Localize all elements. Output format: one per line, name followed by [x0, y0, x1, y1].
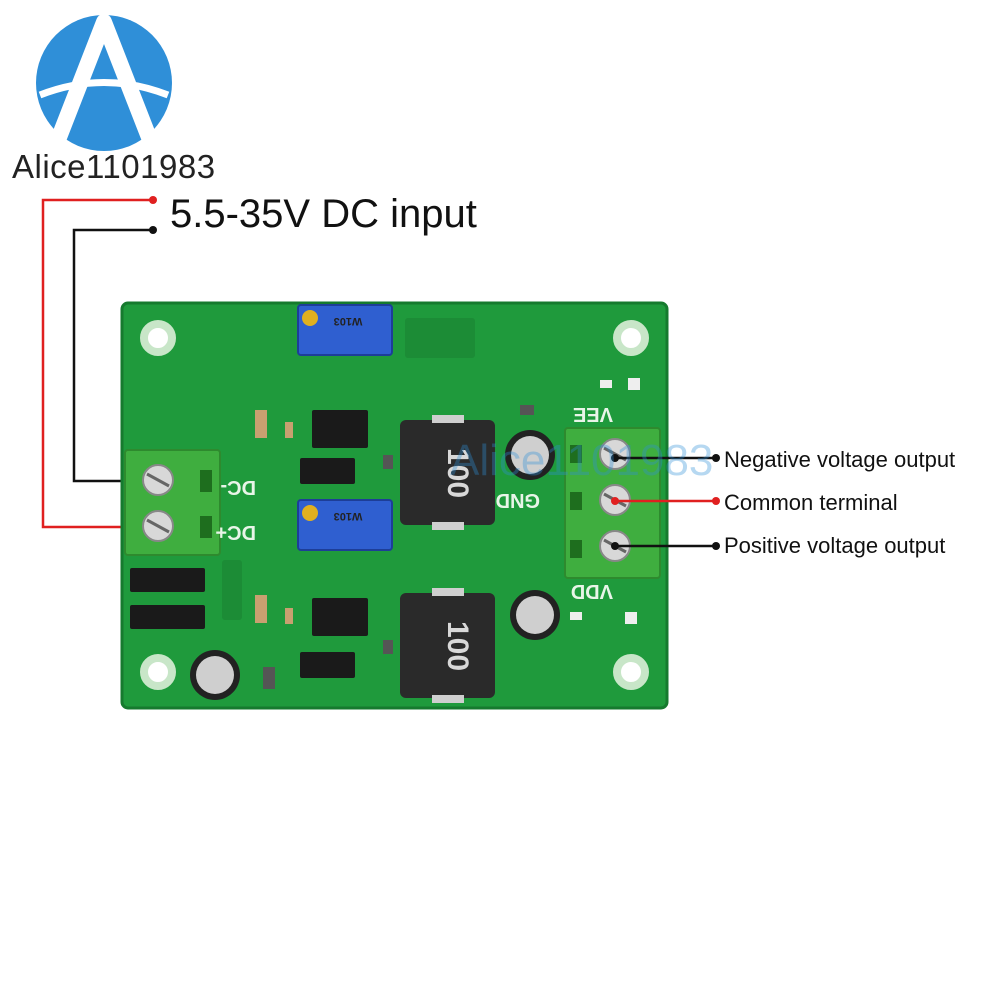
silk-dc-minus: DC- [220, 476, 256, 498]
input-terminal-block [124, 449, 221, 556]
silk-vee: VEE [573, 403, 613, 425]
trimmer-bottom-value: W103 [334, 510, 363, 522]
input-label: 5.5-35V DC input [170, 192, 477, 236]
trimmer-top-value: W103 [334, 315, 363, 327]
capacitor-icon [190, 430, 560, 700]
common-terminal-label: Common terminal [724, 490, 898, 515]
inductor-top-value: 100 [441, 448, 474, 498]
silk-gnd: GND [496, 489, 540, 511]
silkscreen-labels: DC- DC+ VEE GND VDD 100 100 W103 W103 [215, 315, 613, 671]
positive-output-label: Positive voltage output [724, 533, 946, 558]
negative-output-label: Negative voltage output [724, 447, 956, 472]
inductor-bottom-value: 100 [441, 621, 474, 671]
trimmer-potentiometer-icon [297, 304, 393, 551]
mounting-hole-icon [140, 320, 649, 690]
ic-chip-icon [130, 410, 368, 678]
brand-logo-icon [36, 14, 172, 151]
output-wires [611, 454, 720, 550]
smd-component-icon [255, 378, 640, 689]
pcb-board [120, 301, 669, 710]
brand-name: Alice1101983 [12, 148, 216, 185]
inductor-icon [400, 415, 495, 703]
silk-vdd: VDD [571, 580, 613, 602]
watermark-text: Alice1101983 [450, 436, 713, 485]
silk-dc-plus: DC+ [215, 521, 256, 543]
